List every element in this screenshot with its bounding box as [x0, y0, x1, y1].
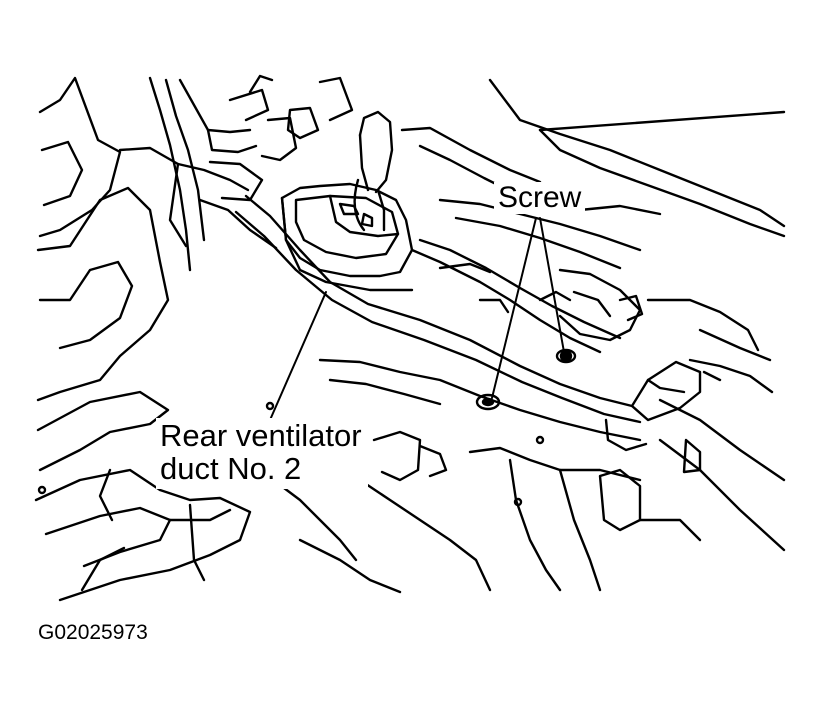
lower-floor-structure	[258, 358, 702, 594]
right-door-sill	[488, 78, 786, 552]
shift-lever	[353, 110, 394, 232]
screw-label: Screw	[494, 182, 586, 214]
duct-label-line-1: Rear ventilator	[160, 418, 362, 453]
leader-lines	[269, 217, 565, 421]
left-floor-structure	[34, 76, 275, 602]
screw-heads	[475, 348, 577, 411]
rear-seat-structure	[118, 74, 354, 272]
duct-label-line-2: duct No. 2	[160, 450, 302, 486]
rear-ventilator-duct	[234, 194, 702, 452]
figure-id: G02025973	[38, 621, 148, 644]
rear-ventilator-duct-label: Rear ventilator duct No. 2	[156, 418, 368, 490]
